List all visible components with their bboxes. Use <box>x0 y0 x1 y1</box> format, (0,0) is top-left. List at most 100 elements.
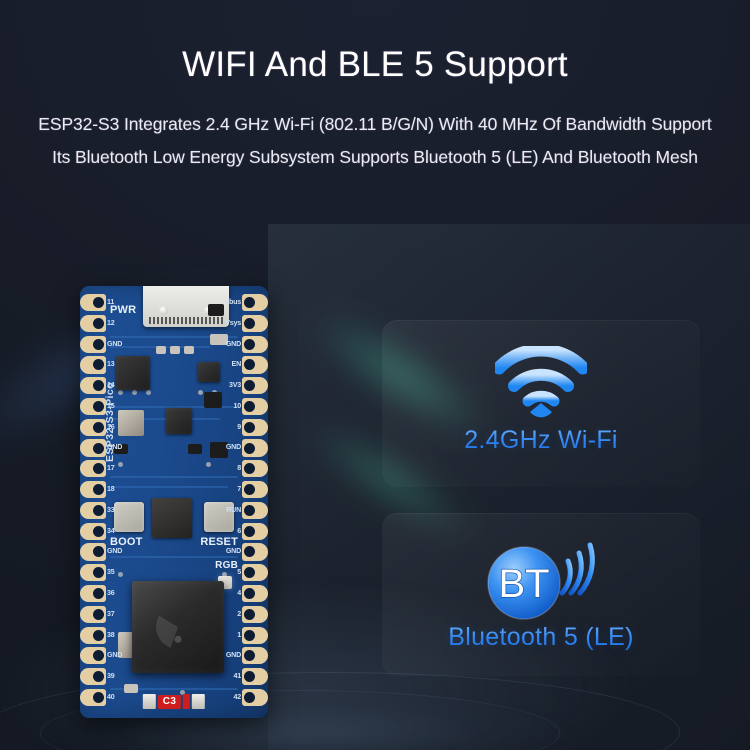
pin-pad-left-39[interactable]: 39 <box>80 668 115 686</box>
pin-hole <box>244 504 255 516</box>
component-flash-ic <box>166 408 192 434</box>
pin-pad-right-GND[interactable]: GND <box>226 439 268 457</box>
pin-hole <box>244 650 255 662</box>
pin-pad-left-15[interactable]: 15 <box>80 397 115 416</box>
pin-pad-right-5[interactable]: 5 <box>237 564 268 582</box>
pin-pad-right-GND[interactable]: GND <box>226 335 268 353</box>
component-ldo-ic <box>198 362 220 382</box>
pin-label-right-41: 41 <box>233 672 242 681</box>
pin-label-right-8: 8 <box>237 464 241 473</box>
pin-pad-right-1[interactable]: 1 <box>237 626 268 644</box>
pin-hole <box>244 567 255 579</box>
pin-pad-right-3V3[interactable]: 3V3 <box>229 377 268 395</box>
pin-hole <box>244 484 255 496</box>
pin-hole <box>93 421 104 433</box>
pin-label-right-3V3: 3V3 <box>228 381 241 390</box>
pin-hole <box>244 338 255 350</box>
feature-card-wifi[interactable]: 2.4GHz Wi-Fi <box>382 320 700 487</box>
pin-pad-left-GND[interactable]: GND <box>80 335 122 353</box>
pin-pad-right-4[interactable]: 4 <box>237 584 268 603</box>
pin-pad-left-37[interactable]: 37 <box>80 605 115 623</box>
pin-pad-right-GND[interactable]: GND <box>226 543 268 561</box>
component-mosfet-2 <box>188 444 202 454</box>
usb-screw-left <box>159 306 168 315</box>
pin-pad-left-12[interactable]: 12 <box>80 314 115 332</box>
pin-hole <box>93 650 104 662</box>
marking-c3-label: C3 <box>157 694 182 709</box>
pin-label-right-10: 10 <box>233 401 242 410</box>
pin-pad-left-GND[interactable]: GND <box>80 647 122 665</box>
pin-label-right-GND: GND <box>225 651 241 660</box>
pin-hole <box>93 338 104 350</box>
pin-pad-right-6[interactable]: 6 <box>237 522 268 540</box>
component-cap-4 <box>124 684 138 693</box>
component-cap-3 <box>184 346 194 354</box>
pin-label-left-34: 34 <box>107 526 115 535</box>
pin-pad-left-36[interactable]: 36 <box>80 584 115 603</box>
esp32-s3-pico-board: PWR BOOT RESET RGB ESP32-S3-Pico C3 <box>80 286 268 718</box>
pin-pad-left-GND[interactable]: GND <box>80 439 122 457</box>
pin-pad-right-RUN[interactable]: RUN <box>226 501 268 519</box>
pin-label-right-9: 9 <box>237 422 241 431</box>
pin-pad-right-Vsys[interactable]: Vsys <box>225 314 268 332</box>
pin-pad-left-40[interactable]: 40 <box>80 688 115 707</box>
pin-pad-right-9[interactable]: 9 <box>237 418 268 436</box>
pin-pad-left-14[interactable]: 14 <box>80 377 115 395</box>
reset-button[interactable] <box>204 502 234 532</box>
pin-pad-left-33[interactable]: 33 <box>80 501 115 519</box>
pin-label-right-2: 2 <box>237 609 241 618</box>
pin-pad-left-11[interactable]: 11 <box>80 294 114 312</box>
pin-pad-right-41[interactable]: 41 <box>234 668 268 686</box>
pin-label-left-15: 15 <box>107 401 115 410</box>
pin-hole <box>244 317 255 329</box>
marking-red-bar <box>183 694 191 709</box>
pin-pad-left-34[interactable]: 34 <box>80 522 115 540</box>
component-cap-1 <box>156 346 166 354</box>
pin-hole <box>93 525 104 537</box>
pin-pad-right-EN[interactable]: EN <box>232 356 268 374</box>
pin-pad-right-10[interactable]: 10 <box>234 397 268 416</box>
pin-pad-left-35[interactable]: 35 <box>80 564 115 582</box>
pin-label-right-GND: GND <box>225 443 241 452</box>
pin-label-left-11: 11 <box>107 298 115 306</box>
pin-label-right-42: 42 <box>233 692 242 701</box>
pin-pad-right-Vbus[interactable]: Vbus <box>224 294 268 312</box>
pin-label-left-14: 14 <box>107 381 115 390</box>
pin-pad-right-7[interactable]: 7 <box>237 481 268 499</box>
pin-hole <box>244 401 255 412</box>
pin-pad-right-2[interactable]: 2 <box>237 605 268 623</box>
pin-pad-left-18[interactable]: 18 <box>80 481 115 499</box>
bottom-marking: C3 <box>142 694 206 709</box>
pin-label-left-36: 36 <box>107 588 115 597</box>
boot-label: BOOT <box>110 536 143 548</box>
pin-label-right-RUN: RUN <box>226 505 241 514</box>
pin-pad-right-GND[interactable]: GND <box>226 647 268 665</box>
pin-pad-left-17[interactable]: 17 <box>80 460 115 478</box>
pin-hole <box>93 463 104 475</box>
pin-label-left-40: 40 <box>107 692 115 701</box>
pin-hole <box>244 442 255 454</box>
pin-pad-left-13[interactable]: 13 <box>80 356 115 374</box>
pin-pad-right-8[interactable]: 8 <box>237 460 268 478</box>
pin-label-right-EN: EN <box>231 360 242 369</box>
pin-hole <box>93 359 104 371</box>
pin-label-right-7: 7 <box>237 485 241 494</box>
pin-label-left-GND: GND <box>107 651 123 660</box>
pin-hole <box>244 380 255 392</box>
pin-pad-right-42[interactable]: 42 <box>234 688 268 707</box>
boot-button[interactable] <box>114 502 144 532</box>
pin-hole <box>244 525 255 537</box>
pin-hole <box>244 359 255 371</box>
feature-card-bluetooth[interactable]: BT Bluetooth 5 (LE) <box>382 513 700 676</box>
feature-card-bluetooth-label: Bluetooth 5 (LE) <box>382 623 700 652</box>
pin-label-right-GND: GND <box>225 547 241 556</box>
pin-pad-left-38[interactable]: 38 <box>80 626 115 644</box>
pin-hole <box>93 546 104 558</box>
pin-hole <box>244 588 255 600</box>
component-resistor-1 <box>210 334 228 345</box>
component-mosfet-3 <box>210 442 228 458</box>
pin-pad-left-16[interactable]: 16 <box>80 418 115 436</box>
pin-pad-left-GND[interactable]: GND <box>80 543 122 561</box>
